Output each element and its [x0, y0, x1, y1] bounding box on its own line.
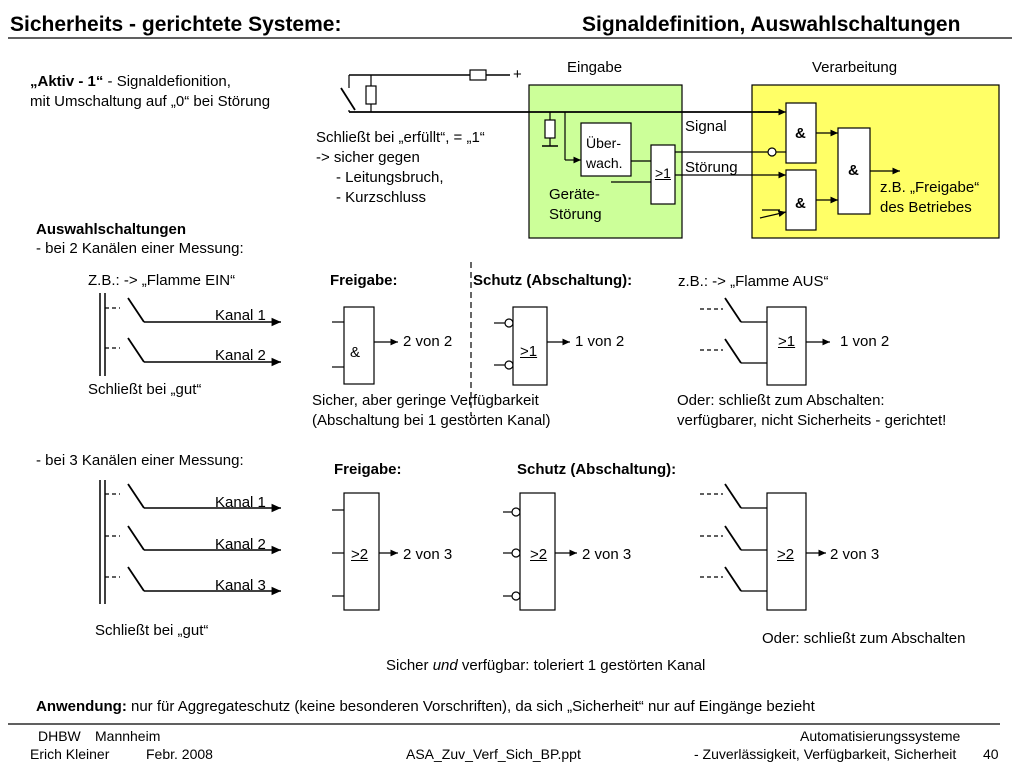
- top-switch: [340, 87, 356, 111]
- example-flamme-aus: z.B.: -> „Flamme AUS“: [678, 273, 829, 290]
- geraete-label-1: Geräte-: [549, 186, 600, 203]
- freigabe-label-1: z.B. „Freigabe“: [880, 179, 980, 196]
- closes-line1: Schließt bei „erfüllt“, = „1“: [316, 129, 485, 146]
- kanal-2-label-3: Kanal 2: [215, 536, 266, 553]
- ueberwachung-label-1: Über-: [586, 135, 622, 151]
- plus-sign: +: [513, 66, 522, 83]
- and-gate-freigabe-label: &: [350, 344, 361, 361]
- zwei-von-drei-b-label: 2 von 3: [582, 546, 632, 563]
- and-gate-2-label: &: [795, 195, 806, 212]
- anwendung-bold: Anwendung:: [36, 698, 127, 715]
- three-channels-label: - bei 3 Kanälen einer Messung:: [36, 452, 244, 469]
- closes-line2: -> sicher gegen: [316, 149, 420, 166]
- or-gate-schutz: [512, 306, 548, 386]
- signal-label: Signal: [685, 118, 727, 135]
- and-gate-1-label: &: [795, 125, 806, 142]
- oder-line2: verfügbarer, nicht Sicherheits - gericht…: [677, 412, 947, 429]
- schutz-heading: Schutz (Abschaltung):: [473, 272, 633, 289]
- zwei-von-drei-a-label: 2 von 3: [403, 546, 453, 563]
- footer-author: Erich Kleiner: [30, 746, 110, 762]
- sicher-pre: Sicher: [386, 657, 433, 674]
- aktiv-definition: „Aktiv - 1“ - Signaldefionition,: [30, 73, 231, 90]
- eins-von-zwei-b-label: 1 von 2: [840, 333, 890, 350]
- eins-von-zwei-label: 1 von 2: [575, 333, 625, 350]
- resistor-eingabe: [544, 119, 556, 139]
- schliesst-gut-label: Schließt bei „gut“: [88, 381, 202, 398]
- kanal-3-label-3: Kanal 3: [215, 577, 266, 594]
- resistor-left: [365, 85, 377, 105]
- closes-line3: - Leitungsbruch,: [336, 169, 444, 186]
- and-gate-3-label: &: [848, 162, 859, 179]
- or-gate-flamme-aus: [766, 306, 807, 386]
- or-gate-top-label: >1: [655, 165, 671, 181]
- sicher-und: und: [432, 657, 458, 674]
- page-title: Sicherheits - gerichtete Systeme:: [10, 13, 342, 36]
- closes-line4: - Kurzschluss: [336, 189, 427, 206]
- or-gate-flamme-aus-label: >1: [778, 333, 796, 350]
- footer-page-number: 40: [983, 746, 999, 762]
- page-subtitle: Signaldefinition, Auswahlschaltungen: [582, 13, 961, 36]
- two-channels-label: - bei 2 Kanälen einer Messung:: [36, 240, 244, 257]
- footer-topic: - Zuverlässigkeit, Verfügbarkeit, Sicher…: [694, 746, 957, 762]
- oder-abschalten-label: Oder: schließt zum Abschalten: [762, 630, 966, 647]
- freigabe-label-2: des Betriebes: [880, 199, 972, 216]
- sicher-verfuegbar-label: Sicher und verfügbar: toleriert 1 gestör…: [386, 657, 705, 674]
- ge2-gate-abschalten-label: >2: [777, 546, 795, 563]
- anwendung-note: Anwendung: nur für Aggregateschutz (kein…: [36, 698, 815, 715]
- zwei-von-zwei-label: 2 von 2: [403, 333, 453, 350]
- anwendung-rest: nur für Aggregateschutz (keine besondere…: [126, 698, 815, 715]
- zwei-von-drei-c-label: 2 von 3: [830, 546, 880, 563]
- ge2-gate-freigabe: [343, 492, 380, 611]
- oder-line1: Oder: schließt zum Abschalten:: [677, 392, 885, 409]
- or-gate-schutz-label: >1: [520, 343, 538, 360]
- and-gate-1: [785, 102, 817, 164]
- kanal-1-label: Kanal 1: [215, 307, 266, 324]
- verarbeitung-label: Verarbeitung: [812, 59, 898, 76]
- kanal-2-label: Kanal 2: [215, 347, 266, 364]
- schliesst-gut-label-3: Schließt bei „gut“: [95, 622, 209, 639]
- and-gate-2: [785, 169, 817, 231]
- geraete-label-2: Störung: [549, 206, 602, 223]
- footer-city: Mannheim: [95, 728, 161, 744]
- sicher-line2: (Abschaltung bei 1 gestörten Kanal): [312, 412, 551, 429]
- aktiv-bold: „Aktiv - 1“: [30, 73, 104, 90]
- ge2-gate-freigabe-label: >2: [351, 546, 369, 563]
- ueberwachung-block: [580, 122, 632, 177]
- stoerung-label: Störung: [685, 159, 738, 176]
- ge2-gate-abschalten: [766, 492, 807, 611]
- ge2-gate-schutz: [519, 492, 556, 611]
- auswahl-heading: Auswahlschaltungen: [36, 221, 187, 238]
- aktiv-line2: mit Umschaltung auf „0“ bei Störung: [30, 93, 271, 110]
- ueberwachung-label-2: wach.: [586, 155, 623, 171]
- sicher-line1: Sicher, aber geringe Verfügbarkeit: [312, 392, 539, 409]
- footer-course: Automatisierungssysteme: [800, 728, 961, 744]
- sicher-post: verfügbar: toleriert 1 gestörten Kanal: [457, 657, 706, 674]
- ge2-gate-schutz-label: >2: [530, 546, 548, 563]
- footer-file: ASA_Zuv_Verf_Sich_BP.ppt: [406, 746, 581, 762]
- footer-org: DHBW: [38, 728, 81, 744]
- footer-date: Febr. 2008: [146, 746, 213, 762]
- schutz-heading-3: Schutz (Abschaltung):: [517, 461, 677, 478]
- kanal-1-label-3: Kanal 1: [215, 494, 266, 511]
- and-gate-freigabe: [343, 306, 375, 385]
- freigabe-heading: Freigabe:: [330, 272, 398, 289]
- example-flamme-ein: Z.B.: -> „Flamme EIN“: [88, 272, 236, 289]
- freigabe-heading-3: Freigabe:: [334, 461, 402, 478]
- and-gate-3: [837, 127, 871, 215]
- aktiv-rest: - Signaldefionition,: [103, 73, 231, 90]
- eingabe-label: Eingabe: [567, 59, 623, 76]
